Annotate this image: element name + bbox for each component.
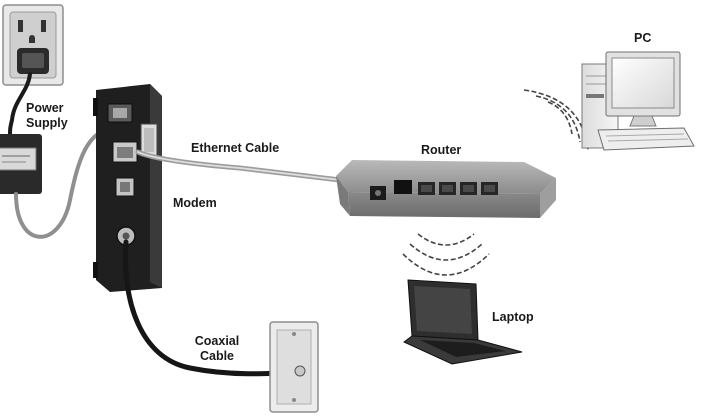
- label-coaxial-cable: Coaxial Cable: [194, 334, 240, 363]
- coaxial-cable: [122, 239, 301, 377]
- wifi-waves-icon: [523, 89, 589, 151]
- label-power-supply: Power Supply: [26, 101, 68, 130]
- label-pc: PC: [634, 31, 652, 45]
- power-cord: [8, 72, 32, 136]
- laptop-icon: [403, 279, 523, 365]
- power-adapter-icon: [0, 134, 42, 194]
- label-router: Router: [421, 143, 462, 157]
- label-ethernet-cable: Ethernet Cable: [191, 141, 280, 155]
- desktop-pc-icon: [581, 51, 695, 151]
- label-laptop: Laptop: [492, 310, 534, 324]
- router-icon: [336, 160, 556, 218]
- label-modem: Modem: [173, 196, 217, 210]
- coaxial-wall-plate-icon: [269, 321, 319, 413]
- wall-outlet-icon: [2, 4, 64, 86]
- wifi-waves-icon: [402, 233, 490, 276]
